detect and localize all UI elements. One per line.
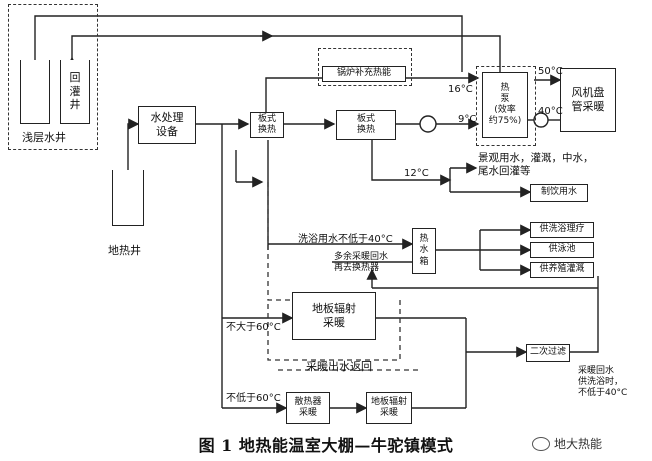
secondary-filter-box: 二次过滤	[526, 344, 570, 362]
shallow-well	[20, 60, 50, 124]
geothermal-well-label: 地热井	[108, 244, 141, 257]
figure-caption: 图 1 地热能温室大棚—牛驼镇模式	[198, 436, 454, 455]
temp-40-label: 40°C	[538, 106, 563, 117]
floor-heating-box-2: 地板辐射 采暖	[366, 392, 412, 424]
brand-watermark: 地大热能	[532, 435, 602, 452]
aquaculture-box: 供养殖灌溉	[530, 262, 594, 278]
wechat-icon	[532, 436, 550, 451]
temp-16-label: 16°C	[448, 84, 473, 95]
geothermal-well	[112, 170, 144, 226]
bath-not-below-label: 洗浴用水不低于40°C	[298, 234, 393, 245]
temp-50-label: 50°C	[538, 66, 563, 77]
well-group-frame	[8, 4, 98, 150]
temp-9-label: 9°C	[458, 114, 477, 125]
heat-pump-box: 热 泵 (效率 约75%)	[482, 72, 528, 138]
heat-pump-frame	[476, 66, 536, 146]
brand-text: 地大热能	[554, 437, 603, 451]
boiler-box: 锅炉补充热能	[322, 66, 406, 82]
pump-icon	[419, 115, 437, 133]
reinjection-well: 回 灌 井	[60, 60, 90, 124]
shallow-well-label: 浅层水井	[22, 131, 66, 144]
landscape-label: 景观用水，灌溉，中水， 尾水回灌等	[478, 152, 594, 177]
surplus-return-label: 多余采暖回水 再去换热器	[334, 252, 389, 273]
not-below-60-label: 不低于60°C	[226, 393, 281, 404]
fan-coil-box: 风机盘 管采暖	[560, 68, 616, 132]
temp-12-label: 12°C	[404, 168, 429, 179]
boiler-frame	[318, 48, 412, 86]
heating-return-bath-label: 采暖回水 供洗浴时， 不低于40°C	[578, 366, 628, 398]
floor-heating-box-1: 地板辐射 采暖	[292, 292, 376, 340]
pump-icon	[533, 112, 549, 128]
not-above-60-label: 不大于60°C	[226, 322, 281, 333]
bath-therapy-box: 供洗浴理疗	[530, 222, 594, 238]
plate-heat-exchanger-1: 板式 换热	[250, 112, 284, 138]
pool-box: 供泳池	[530, 242, 594, 258]
heating-return-label: 采暖出水返回	[306, 360, 372, 373]
hot-water-tank: 热 水 箱	[412, 228, 436, 274]
drinking-water-box: 制饮用水	[530, 184, 588, 202]
plate-heat-exchanger-2: 板式 换热	[336, 110, 396, 140]
water-treatment-box: 水处理 设备	[138, 106, 196, 144]
radiator-box: 散热器 采暖	[286, 392, 330, 424]
